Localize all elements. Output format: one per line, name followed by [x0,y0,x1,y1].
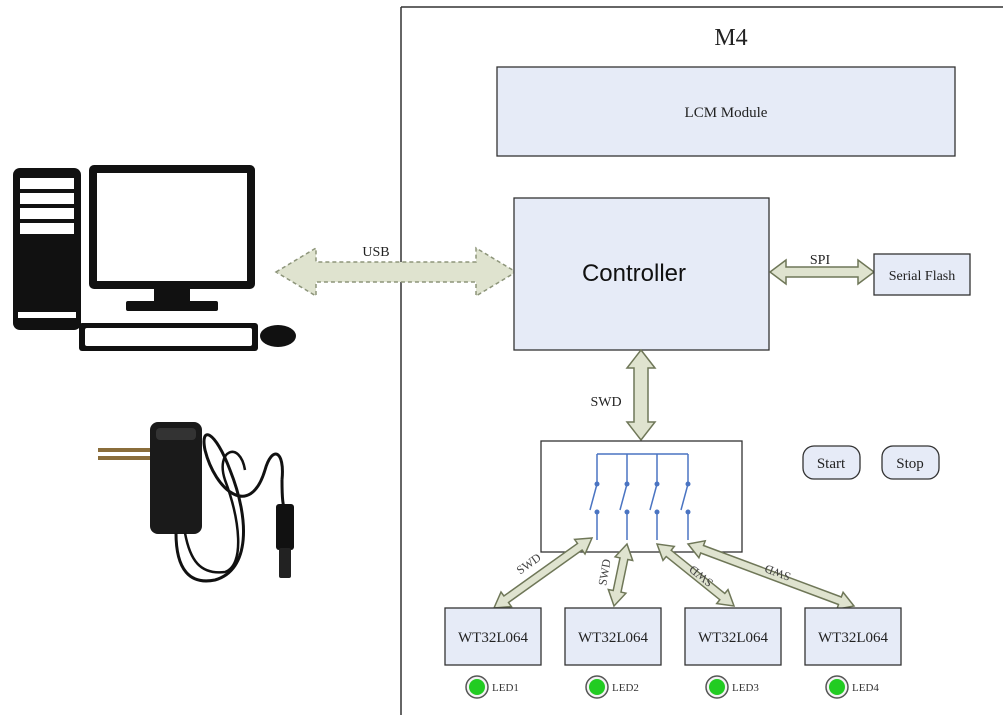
swd-arrow-2 [607,542,634,608]
lcm-module-label: LCM Module [685,105,768,121]
swd-main-label: SWD [590,395,621,410]
stop-button-label: Stop [896,456,924,472]
swd-label-2: SWD [595,558,613,587]
start-button[interactable]: Start [802,445,861,480]
lcm-module-box [496,66,956,157]
stop-button[interactable]: Stop [881,445,940,480]
target-chip-label-1: WT32L064 [458,630,528,646]
spi-label: SPI [810,253,831,268]
usb-arrow [274,246,518,298]
target-chip-label-2: WT32L064 [578,630,648,646]
switch-matrix [589,453,691,540]
m4-title: M4 [714,25,747,51]
target-chip-label-4: WT32L064 [818,630,888,646]
target-chip-1 [444,607,542,666]
swd-main-arrow [625,348,657,442]
led-indicator-2 [589,679,605,695]
target-chip-3 [684,607,782,666]
led-label-2: LED2 [612,682,639,694]
serial-flash-label: Serial Flash [889,269,956,284]
led-indicator-3 [709,679,725,695]
led-indicator-4 [829,679,845,695]
desktop-computer-icon [13,165,296,351]
usb-label: USB [362,245,389,260]
swd-arrow-4 [686,539,856,611]
led-label-3: LED3 [732,682,759,694]
led-label-4: LED4 [852,682,879,694]
controller-label: Controller [582,260,686,287]
swd-arrow-3 [655,543,736,607]
switch-box [540,440,743,553]
serial-flash-box [873,253,971,296]
start-button-label: Start [817,456,846,472]
target-chip-label-3: WT32L064 [698,630,768,646]
target-chip-4 [804,607,902,666]
swd-label-4: SWD [762,561,792,584]
power-adapter-icon [98,422,294,583]
led-indicator-1 [469,679,485,695]
led-label-1: LED1 [492,682,519,694]
target-chip-2 [564,607,662,666]
